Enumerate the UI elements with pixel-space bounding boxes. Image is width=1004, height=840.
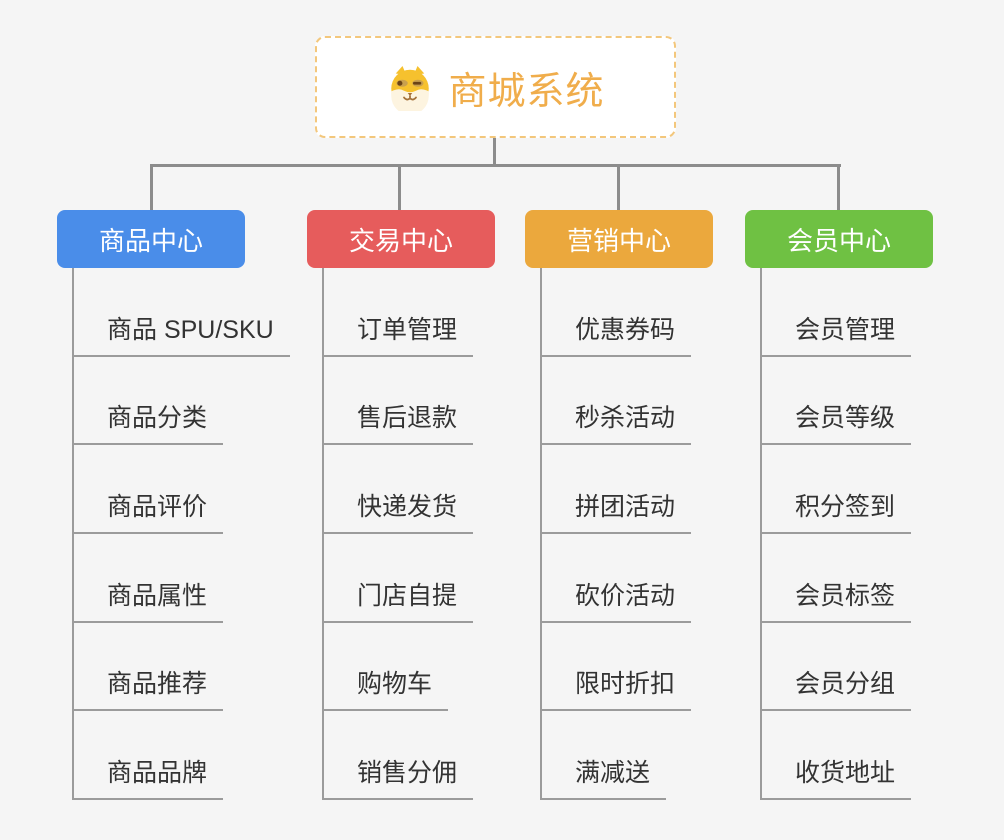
child-node[interactable]: 商品属性	[74, 534, 290, 623]
child-node[interactable]: 门店自提	[324, 534, 474, 623]
child-label[interactable]: 商品分类	[74, 398, 224, 446]
root-node-mall-system[interactable]: 商城系统	[315, 36, 676, 138]
child-label[interactable]: 门店自提	[324, 576, 474, 623]
child-node[interactable]: 商品分类	[74, 357, 290, 446]
child-node[interactable]: 砍价活动	[542, 534, 692, 623]
child-node[interactable]: 收货地址	[762, 711, 912, 801]
child-label[interactable]: 拼团活动	[542, 487, 692, 535]
child-label[interactable]: 收货地址	[762, 753, 912, 801]
child-label[interactable]: 会员管理	[762, 310, 912, 357]
child-label[interactable]: 销售分佣	[324, 753, 474, 801]
child-label[interactable]: 砍价活动	[542, 576, 692, 623]
child-node[interactable]: 会员分组	[762, 623, 912, 712]
connector-drop-marketing	[617, 164, 620, 211]
root-title: 商城系统	[448, 70, 605, 113]
connector-root-vertical	[493, 136, 496, 166]
child-node[interactable]: 商品品牌	[74, 711, 290, 801]
child-label[interactable]: 会员分组	[762, 664, 912, 712]
connector-drop-member	[837, 164, 840, 211]
child-label[interactable]: 商品评价	[74, 487, 224, 535]
child-node[interactable]: 售后退款	[324, 357, 474, 446]
child-label[interactable]: 积分签到	[762, 487, 912, 535]
child-node[interactable]: 快递发货	[324, 445, 474, 535]
child-node[interactable]: 购物车	[324, 623, 473, 712]
branch-box-products[interactable]: 商品中心	[57, 210, 245, 268]
child-label[interactable]: 购物车	[324, 664, 449, 712]
child-node[interactable]: 积分签到	[762, 445, 912, 535]
child-node[interactable]: 会员标签	[762, 534, 912, 623]
child-node[interactable]: 会员管理	[762, 268, 912, 357]
child-label[interactable]: 售后退款	[324, 398, 474, 446]
branch-box-member[interactable]: 会员中心	[745, 210, 933, 268]
child-node[interactable]: 商品推荐	[74, 623, 290, 712]
dog-face-icon	[391, 66, 430, 111]
child-node[interactable]: 优惠券码	[542, 268, 692, 357]
child-node[interactable]: 满减送	[542, 711, 691, 801]
child-label[interactable]: 秒杀活动	[542, 398, 692, 446]
child-node[interactable]: 商品评价	[74, 445, 290, 535]
connector-drop-products	[150, 164, 153, 211]
branch-children-trade: 订单管理 售后退款 快递发货 门店自提 购物车 销售分佣	[322, 268, 474, 801]
child-node[interactable]: 秒杀活动	[542, 357, 692, 446]
branch-children-marketing: 优惠券码 秒杀活动 拼团活动 砍价活动 限时折扣 满减送	[540, 268, 692, 801]
branch-children-member: 会员管理 会员等级 积分签到 会员标签 会员分组 收货地址	[760, 268, 912, 801]
child-node[interactable]: 会员等级	[762, 357, 912, 446]
child-label[interactable]: 商品推荐	[74, 664, 224, 712]
child-node[interactable]: 商品 SPU/SKU	[74, 268, 290, 357]
child-label[interactable]: 商品 SPU/SKU	[74, 310, 290, 357]
child-label[interactable]: 优惠券码	[542, 310, 692, 357]
child-label[interactable]: 会员等级	[762, 398, 912, 446]
child-node[interactable]: 订单管理	[324, 268, 474, 357]
branch-box-marketing[interactable]: 营销中心	[525, 210, 713, 268]
branch-children-products: 商品 SPU/SKU 商品分类 商品评价 商品属性 商品推荐 商品品牌	[72, 268, 290, 801]
branch-box-trade[interactable]: 交易中心	[307, 210, 495, 268]
child-node[interactable]: 限时折扣	[542, 623, 692, 712]
connector-drop-trade	[398, 164, 401, 211]
child-label[interactable]: 快递发货	[324, 487, 474, 535]
child-label[interactable]: 商品品牌	[74, 753, 224, 801]
child-label[interactable]: 满减送	[542, 753, 667, 801]
child-node[interactable]: 拼团活动	[542, 445, 692, 535]
child-node[interactable]: 销售分佣	[324, 711, 474, 801]
child-label[interactable]: 商品属性	[74, 576, 224, 623]
child-label[interactable]: 会员标签	[762, 576, 912, 623]
connector-horizontal-trunk	[150, 164, 841, 167]
child-label[interactable]: 限时折扣	[542, 664, 692, 712]
child-label[interactable]: 订单管理	[324, 310, 474, 357]
